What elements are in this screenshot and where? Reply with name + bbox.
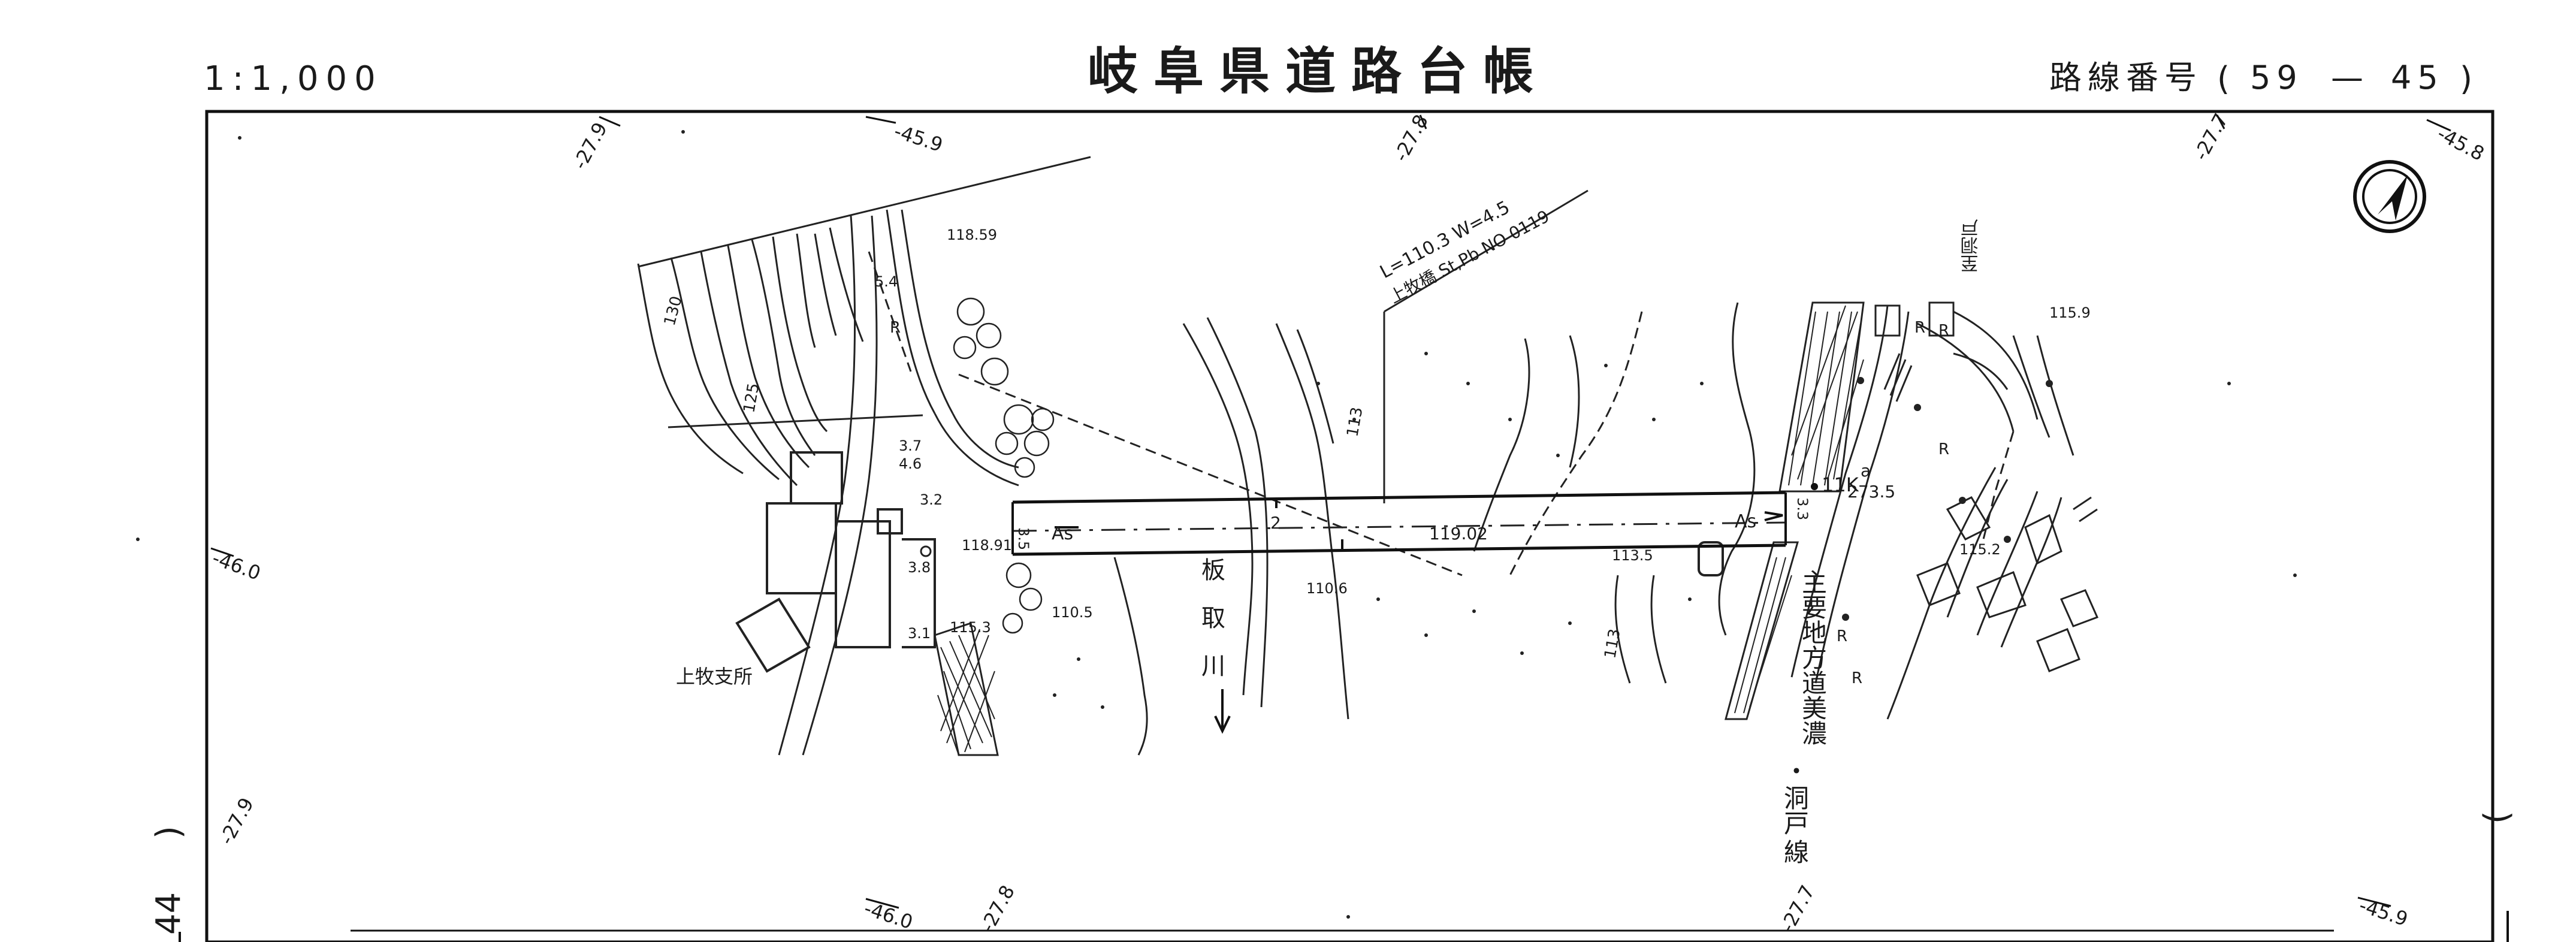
river-name-3: 川 — [1201, 653, 1225, 680]
hatched-slope-east — [1778, 301, 1865, 493]
north-arrow-icon — [2353, 160, 2426, 233]
width-label-1: 5.4 — [875, 273, 898, 290]
width-labels: 5.4 3.7 4.6 3.2 3.8 3.1 3.5 3.3 — [875, 273, 1811, 642]
r-marker-1: R — [890, 319, 901, 337]
width-label-3: 4.6 — [899, 455, 922, 472]
width-label-7: 3.5 — [1015, 527, 1032, 550]
grid-label-top-1: -27.9 — [569, 119, 612, 173]
river-banks — [1113, 317, 1349, 756]
grid-label-bottom-left: -27.9 — [215, 794, 258, 849]
grid-label-left-mid: -46.0 — [209, 547, 264, 585]
spot-height-6: 115.2 — [1959, 541, 2001, 558]
west-buildings — [735, 451, 936, 673]
contour-label-3: 113 — [1343, 406, 1366, 438]
svg-text:): ) — [149, 826, 188, 839]
scale-label: 1:1,000 — [204, 59, 383, 98]
survey-points — [136, 130, 2297, 919]
r-markers: R R R R R R — [890, 319, 1949, 687]
contour-label-4: 113 — [1601, 627, 1624, 660]
east-contours — [1473, 302, 1756, 684]
grid-label-bottom-1: -46.0 — [862, 896, 916, 934]
office-label: 上牧支所 — [676, 665, 753, 688]
tree-clusters — [953, 297, 1055, 634]
km-post-marker — [1811, 483, 1818, 490]
side-page-number: 44 ) — [149, 826, 188, 935]
km-value-label: 273.5 — [1847, 482, 1895, 502]
route-dash: — — [2331, 59, 2369, 96]
span-marker: 2 — [1270, 513, 1281, 533]
km-post-label: 11K — [1822, 473, 1859, 496]
hatched-abutment-east — [1725, 541, 1799, 720]
grid-label-top-3: -27.8 — [1390, 111, 1433, 165]
boundary-dashed — [868, 251, 2015, 576]
east-road — [1790, 305, 2098, 720]
river-flow-arrow — [1214, 689, 1231, 734]
surface-as-left: As — [1052, 523, 1073, 544]
river-name-1: 板 — [1201, 557, 1225, 584]
r-marker-3: R — [1914, 319, 1925, 337]
map-text-labels: 板 取 川 上牧支所 主要地方道美濃 ・ 洞戸 線 至洞戸 11K 273.5 … — [676, 219, 1982, 864]
route-name-3: 洞戸 — [1780, 785, 1810, 835]
contour-label-2: 125 — [740, 382, 763, 414]
contour-lines-west — [637, 227, 864, 487]
route-paren-open: ( — [2217, 60, 2236, 98]
km-mark-label: a — [1861, 461, 1871, 481]
map-frame — [205, 110, 2495, 942]
hatched-wall-west — [934, 622, 999, 756]
route-name-1: 主要地方道美濃 — [1798, 569, 1828, 745]
r-marker-6: R — [1852, 669, 1862, 687]
width-label-8: 3.3 — [1794, 497, 1811, 520]
r-marker-5: R — [1837, 627, 1847, 645]
east-buildings — [1874, 301, 2099, 672]
r-marker-2: R — [1938, 322, 1949, 340]
river-name-2: 取 — [1201, 605, 1225, 632]
r-marker-4: R — [1938, 440, 1949, 458]
route-number-label: 路線番号 — [2049, 59, 2203, 96]
width-label-4: 3.2 — [920, 491, 943, 508]
bridge-deck — [1011, 491, 1787, 556]
spot-height-5: 113.5 — [1612, 547, 1653, 564]
route-paren-close: ) — [2460, 60, 2478, 98]
grid-labels: -27.9 -45.9 -27.8 -27.7 -45.8 -46.0 -27.… — [209, 110, 2488, 936]
bridge-elevation-mid: 119.02 — [1429, 524, 1488, 544]
spot-heights: 118.59 115.3 110.5 110.6 113.5 115.2 115… — [947, 227, 2091, 636]
width-label-2: 3.7 — [899, 437, 922, 454]
west-roads — [778, 209, 1019, 756]
level-line — [668, 414, 923, 428]
contour-values: 130 125 113 113 — [661, 294, 1624, 660]
spot-height-3: 110.5 — [1052, 604, 1093, 621]
width-label-6: 3.1 — [908, 625, 931, 642]
spot-height-7: 115.9 — [2049, 304, 2091, 321]
route-name-2: ・ — [1780, 758, 1810, 783]
bridge-leader-diag — [1384, 189, 1589, 313]
svg-text:(: ( — [2477, 811, 2516, 824]
grid-label-bottom-2: -27.8 — [976, 881, 1019, 936]
svg-text:44: 44 — [149, 892, 188, 935]
grid-label-bottom-3: -27.7 — [1776, 881, 1819, 936]
grid-label-top-4: -27.7 — [2190, 110, 2233, 164]
route-name-4: 線 — [1780, 839, 1810, 864]
spot-height-4: 110.6 — [1306, 580, 1348, 597]
page-title: 岐阜県道路台帳 — [1088, 42, 1549, 101]
surface-as-right: As — [1735, 511, 1756, 532]
width-label-5: 3.8 — [908, 559, 931, 576]
grid-label-top-2: -45.9 — [892, 119, 946, 156]
route-number-b: 45 — [2391, 59, 2444, 96]
contour-label-1: 130 — [661, 294, 686, 328]
bridge-elevation-left: 118.91 — [962, 537, 1012, 554]
spot-height-1: 118.59 — [947, 227, 997, 243]
side-paren-right: ( — [2477, 811, 2516, 824]
boundary-line — [638, 156, 1091, 268]
route-number-a: 59 — [2250, 59, 2303, 96]
destination-label: 至洞戸 — [1961, 219, 1982, 273]
culvert-marker — [1698, 541, 1724, 576]
spot-height-2: 115.3 — [950, 619, 991, 636]
grid-label-top-5: -45.8 — [2433, 122, 2488, 165]
